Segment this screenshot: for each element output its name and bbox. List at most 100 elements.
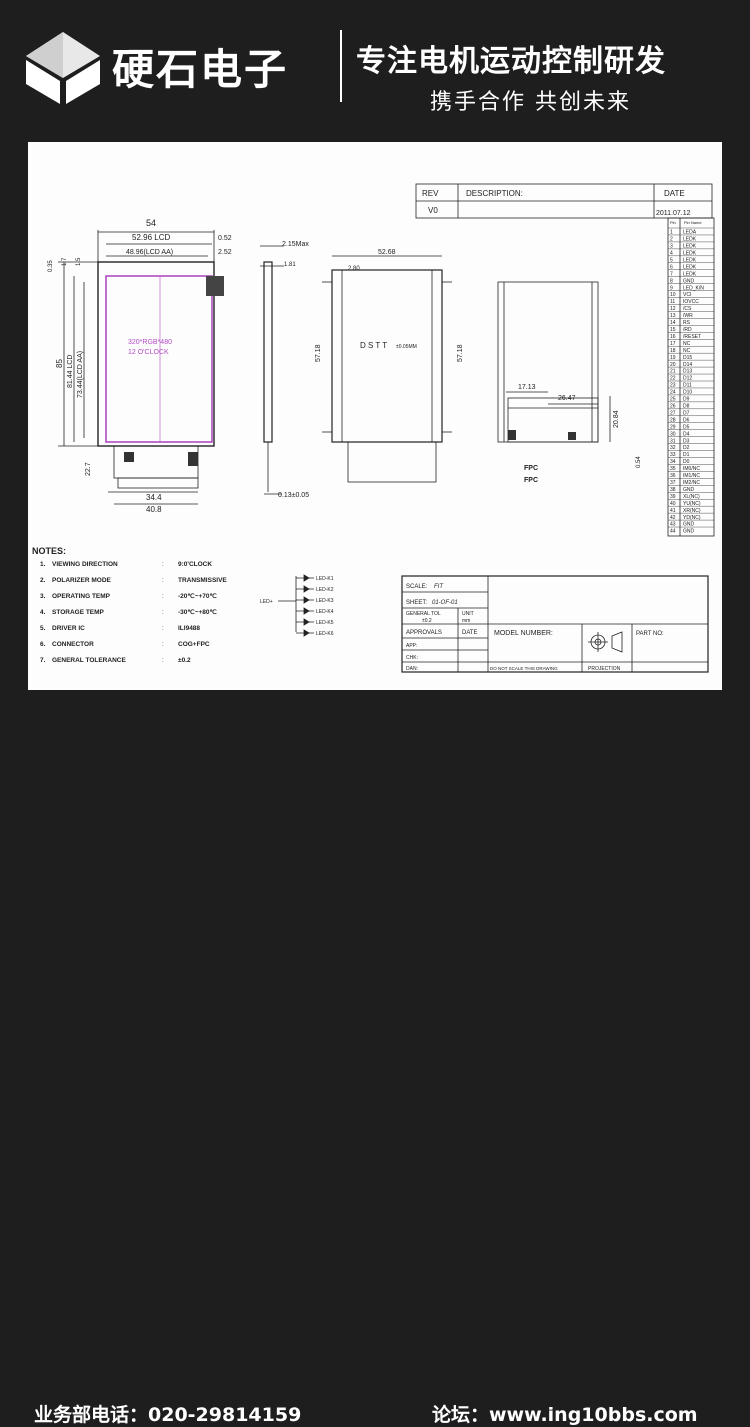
pin-name: D0 bbox=[683, 459, 690, 465]
pin-name: LEDK bbox=[683, 264, 697, 270]
header-banner: 硬石电子 专注电机运动控制研发 携手合作 共创未来 bbox=[0, 0, 750, 140]
note-value: -20℃~+70℃ bbox=[178, 592, 218, 600]
brand-name: 硬石电子 bbox=[112, 45, 289, 94]
app-label: APP: bbox=[406, 643, 417, 649]
pin-number: 39 bbox=[670, 494, 676, 500]
pin-name: D13 bbox=[683, 369, 692, 375]
note-number: 1. bbox=[40, 561, 46, 568]
pin-number: 26 bbox=[670, 404, 676, 410]
header-slogan: 专注电机运动控制研发 bbox=[356, 44, 666, 79]
pin-name: GND bbox=[683, 529, 695, 535]
dan-label: DAN: bbox=[406, 666, 418, 672]
led-label: LED-K1 bbox=[316, 576, 334, 582]
note-label: POLARIZER MODE bbox=[52, 577, 112, 584]
pin-name: LEDK bbox=[683, 271, 697, 277]
note-colon: : bbox=[162, 577, 164, 584]
led-circuit: LED+ LED-K1LED-K2LED-K3LED-K4LED-K5LED-K… bbox=[260, 574, 334, 637]
dim-fpc-view-2: 26.47 bbox=[558, 395, 576, 402]
led-label: LED-K4 bbox=[316, 609, 334, 615]
pin-number: 35 bbox=[670, 466, 676, 472]
note-colon: : bbox=[162, 625, 164, 632]
brand-logo-icon bbox=[26, 32, 100, 104]
revision-table: REV DESCRIPTION: DATE V0 2011.07.12 bbox=[415, 183, 713, 219]
pin-number: 36 bbox=[670, 473, 676, 479]
dim-right-2: 2.52 bbox=[218, 249, 232, 256]
pin-number: 33 bbox=[670, 452, 676, 458]
tol-label: GENERAL TOL bbox=[406, 611, 441, 617]
notes-title: NOTES: bbox=[32, 546, 66, 556]
pin-name: LEDK bbox=[683, 257, 697, 263]
back-view: 52.68 2.80 57.18 57.18 D S T T ±0.05MM bbox=[315, 249, 464, 483]
pin-name: LEDA bbox=[683, 230, 697, 236]
pin-number: 20 bbox=[670, 362, 676, 368]
dim-fpc-view-1: 17.13 bbox=[518, 384, 536, 391]
note-number: 7. bbox=[40, 657, 46, 664]
note-colon: : bbox=[162, 609, 164, 616]
dim-side-bottom: 0.13±0.05 bbox=[278, 492, 309, 499]
pin-number: 40 bbox=[670, 501, 676, 507]
note-value: 9:0'CLOCK bbox=[178, 561, 212, 568]
note-number: 2. bbox=[40, 577, 46, 584]
pin-name: D6 bbox=[683, 417, 690, 423]
dim-fpc-view-4: 0.54 bbox=[636, 456, 642, 468]
note-value: ±0.2 bbox=[178, 657, 191, 664]
note-colon: : bbox=[162, 641, 164, 648]
note-number: 3. bbox=[40, 593, 46, 600]
dim-fpc-2: 34.4 bbox=[146, 493, 162, 502]
pin-name: VCI bbox=[683, 292, 691, 298]
front-view: 54 52.96 LCD 48.96(LCD AA) 0.52 2.52 0.3… bbox=[48, 218, 232, 514]
title-block: SCALE: FIT SHEET: 01-OF-01 GENERAL TOL ±… bbox=[401, 575, 709, 673]
dim-left-1: 0.35 bbox=[48, 260, 54, 272]
pin-name: NC bbox=[683, 348, 691, 354]
pin-number: 9 bbox=[670, 285, 673, 291]
pin-name: D7 bbox=[683, 410, 690, 416]
pin-number: 37 bbox=[670, 480, 676, 486]
pin-name: GND bbox=[683, 278, 695, 284]
pin-number: 18 bbox=[670, 348, 676, 354]
pin-number: 10 bbox=[670, 292, 676, 298]
pin-number: 38 bbox=[670, 487, 676, 493]
notes-block: NOTES: 1. VIEWING DIRECTION 9:0'CLOCK: 2. PO… bbox=[32, 546, 227, 664]
pin-number: 5 bbox=[670, 257, 673, 263]
rev-date: 2011.07.12 bbox=[656, 210, 691, 217]
note-value: -30℃~+80℃ bbox=[178, 608, 218, 616]
note-number: 4. bbox=[40, 609, 46, 616]
pin-number: 41 bbox=[670, 508, 676, 514]
dim-fpc-view-3: 20.84 bbox=[613, 410, 620, 428]
drawing-canvas: REV DESCRIPTION: DATE V0 2011.07.12 bbox=[32, 183, 715, 673]
sheet-value: 01-OF-01 bbox=[432, 600, 458, 606]
note-value: ILI9488 bbox=[178, 625, 200, 632]
led-label: LED-K2 bbox=[316, 587, 334, 593]
pin-number: 30 bbox=[670, 431, 676, 437]
led-label: LED-K3 bbox=[316, 598, 334, 604]
led-diode-icon bbox=[303, 596, 310, 604]
pin-name: D14 bbox=[683, 362, 692, 368]
dim-back-corner: 2.80 bbox=[348, 266, 360, 272]
led-diode-icon bbox=[303, 618, 310, 626]
footer-forum[interactable]: 论坛：www.ing10bbs.com bbox=[432, 1404, 698, 1426]
pin-number: 4 bbox=[670, 251, 673, 257]
led-diode-icon bbox=[303, 607, 310, 615]
dim-width-lcd: 52.96 LCD bbox=[132, 233, 170, 242]
dim-height-lcd: 81.44 LCD bbox=[67, 355, 74, 388]
projection-symbol-icon bbox=[588, 631, 623, 653]
pin-header-name: Pin Name bbox=[684, 220, 702, 225]
note-label: STORAGE TEMP bbox=[52, 609, 105, 616]
pin-number: 29 bbox=[670, 424, 676, 430]
pin-number: 28 bbox=[670, 417, 676, 423]
pin-name: /RD bbox=[683, 327, 692, 333]
pin-number: 23 bbox=[670, 383, 676, 389]
projection-label: PROJECTION bbox=[588, 666, 621, 672]
rev-value: V0 bbox=[428, 206, 438, 215]
dim-fpc-3: 40.8 bbox=[146, 505, 162, 514]
note-label: VIEWING DIRECTION bbox=[52, 561, 118, 568]
fpc-view: 17.13 26.47 20.84 0.54 FPC FPC bbox=[497, 281, 642, 484]
pin-number: 17 bbox=[670, 341, 676, 347]
dim-back-width: 52.68 bbox=[378, 249, 396, 256]
pin-number: 31 bbox=[670, 438, 676, 444]
pin-name: IM1/NC bbox=[683, 473, 700, 479]
side-view: 2.15Max 1.81 0.13±0.05 bbox=[260, 241, 309, 499]
fpc-label-1: FPC bbox=[524, 465, 538, 472]
dim-left-2: 1.7 bbox=[62, 257, 68, 266]
dim-back-left: 57.18 bbox=[315, 344, 322, 362]
